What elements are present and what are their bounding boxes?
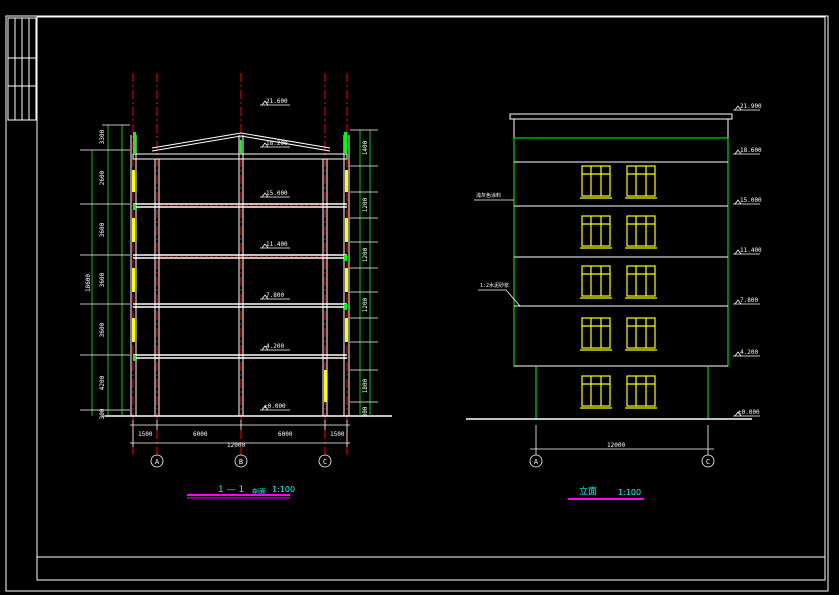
left-dim-label: 3600 — [99, 222, 106, 237]
parapet-band — [513, 118, 729, 139]
section-drawing: 21.600 18.200 15.000 11.400 7.800 4.200 … — [80, 73, 392, 499]
elevation-leaders — [474, 199, 521, 307]
left-total-label: 18600 — [85, 274, 92, 292]
section-elev-label: ±0.000 — [264, 403, 286, 410]
right-dim-label: 1200 — [362, 197, 369, 212]
right-dim-label: 300 — [362, 406, 369, 417]
elevation-level-labels: 21.900 18.600 15.000 11.400 7.800 4.200 … — [738, 103, 762, 416]
window — [581, 317, 611, 349]
left-dim-label: 2600 — [99, 170, 106, 185]
section-elev-label: 7.800 — [266, 292, 284, 299]
left-dim-label: 3600 — [99, 322, 106, 337]
building-outline — [513, 137, 729, 367]
window — [626, 265, 656, 297]
elevation-floor-lines — [514, 161, 728, 367]
left-dim-label: 300 — [99, 408, 106, 419]
grid-label-b: B — [239, 458, 243, 466]
section-bottom-dimension-lines — [130, 420, 350, 447]
elevation-scale: 1:100 — [618, 488, 641, 497]
window — [581, 375, 611, 407]
section-title-sub: 剖面 — [252, 487, 266, 496]
elev-grid-label-a: A — [534, 458, 539, 466]
section-scale: 1:100 — [272, 485, 295, 494]
elev-level-label: 7.800 — [740, 297, 758, 304]
elevation-grid-bubbles — [529, 454, 715, 468]
section-bottom-dim-labels: 1500 6000 6000 1500 12000 — [138, 431, 345, 449]
bottom-dim-label: 1500 — [330, 431, 345, 438]
section-elev-label: 18.200 — [266, 140, 288, 147]
drawing-frame — [5, 15, 829, 592]
ground-floor-columns — [535, 366, 709, 419]
section-elev-label: 15.000 — [266, 190, 288, 197]
parapet-cap — [509, 113, 733, 120]
section-grid-bubbles — [150, 454, 332, 468]
window — [626, 375, 656, 407]
section-left-dimension-lines — [91, 125, 123, 416]
section-right-dim-labels: 1400 1200 1200 1200 1800 300 — [362, 140, 369, 417]
elevation-bottom-dimension — [530, 425, 714, 455]
window — [626, 215, 656, 247]
bottom-dim-label: 1500 — [138, 431, 153, 438]
bottom-dim-label: 6000 — [278, 431, 293, 438]
section-windows — [132, 170, 348, 402]
note-mortar: 1:2水泥砂浆 — [480, 282, 509, 289]
section-left-dim-labels: 3300 2600 3600 3600 3600 4200 300 18600 — [85, 129, 106, 419]
window — [626, 165, 656, 197]
grid-label-c: C — [323, 458, 327, 466]
right-dim-label: 1200 — [362, 247, 369, 262]
bottom-total-label: 12000 — [227, 442, 245, 449]
section-right-dimension-lines — [359, 130, 371, 416]
elevation-total-dim: 12000 — [607, 442, 625, 449]
elevation-title: 立面 — [579, 485, 597, 497]
section-elev-label: 11.400 — [266, 241, 288, 248]
elev-level-label: 15.000 — [740, 197, 762, 204]
right-dim-label: 1800 — [362, 378, 369, 393]
elev-level-label: 4.200 — [740, 349, 758, 356]
section-green-marks — [133, 132, 347, 361]
window — [626, 317, 656, 349]
elevation-windows — [580, 165, 657, 409]
elevation-level-markers — [733, 105, 760, 417]
elev-grid-label-c: C — [706, 458, 710, 466]
elev-level-label: ±0.000 — [738, 409, 760, 416]
section-slab-highlights — [160, 205, 322, 258]
section-axis-lines — [132, 73, 348, 455]
section-elevation-markers — [260, 100, 290, 411]
note-paint: 浅灰色涂料 — [476, 192, 501, 199]
section-right-dimension-ticks — [350, 129, 378, 403]
elev-level-label: 18.600 — [740, 147, 762, 154]
section-elev-label: 21.600 — [266, 98, 288, 105]
elev-level-label: 11.400 — [740, 247, 762, 254]
right-dim-label: 1400 — [362, 140, 369, 155]
section-elev-label: 4.200 — [266, 343, 284, 350]
left-dim-label: 3600 — [99, 272, 106, 287]
section-title: 1 — 1 — [218, 485, 244, 495]
window — [581, 215, 611, 247]
window — [581, 165, 611, 197]
section-floor-slabs — [105, 203, 392, 417]
section-walls — [130, 135, 350, 416]
elev-level-label: 21.900 — [740, 103, 762, 110]
left-dim-label: 4200 — [99, 375, 106, 390]
window — [581, 265, 611, 297]
section-left-dimension-ticks — [80, 124, 130, 417]
section-elevation-labels: 21.600 18.200 15.000 11.400 7.800 4.200 … — [264, 98, 288, 410]
bottom-dim-label: 6000 — [193, 431, 208, 438]
elevation-drawing: 21.900 18.600 15.000 11.400 7.800 4.200 … — [466, 103, 762, 500]
left-dim-label: 3300 — [99, 129, 106, 144]
right-dim-label: 1200 — [362, 297, 369, 312]
grid-label-a: A — [155, 458, 160, 466]
